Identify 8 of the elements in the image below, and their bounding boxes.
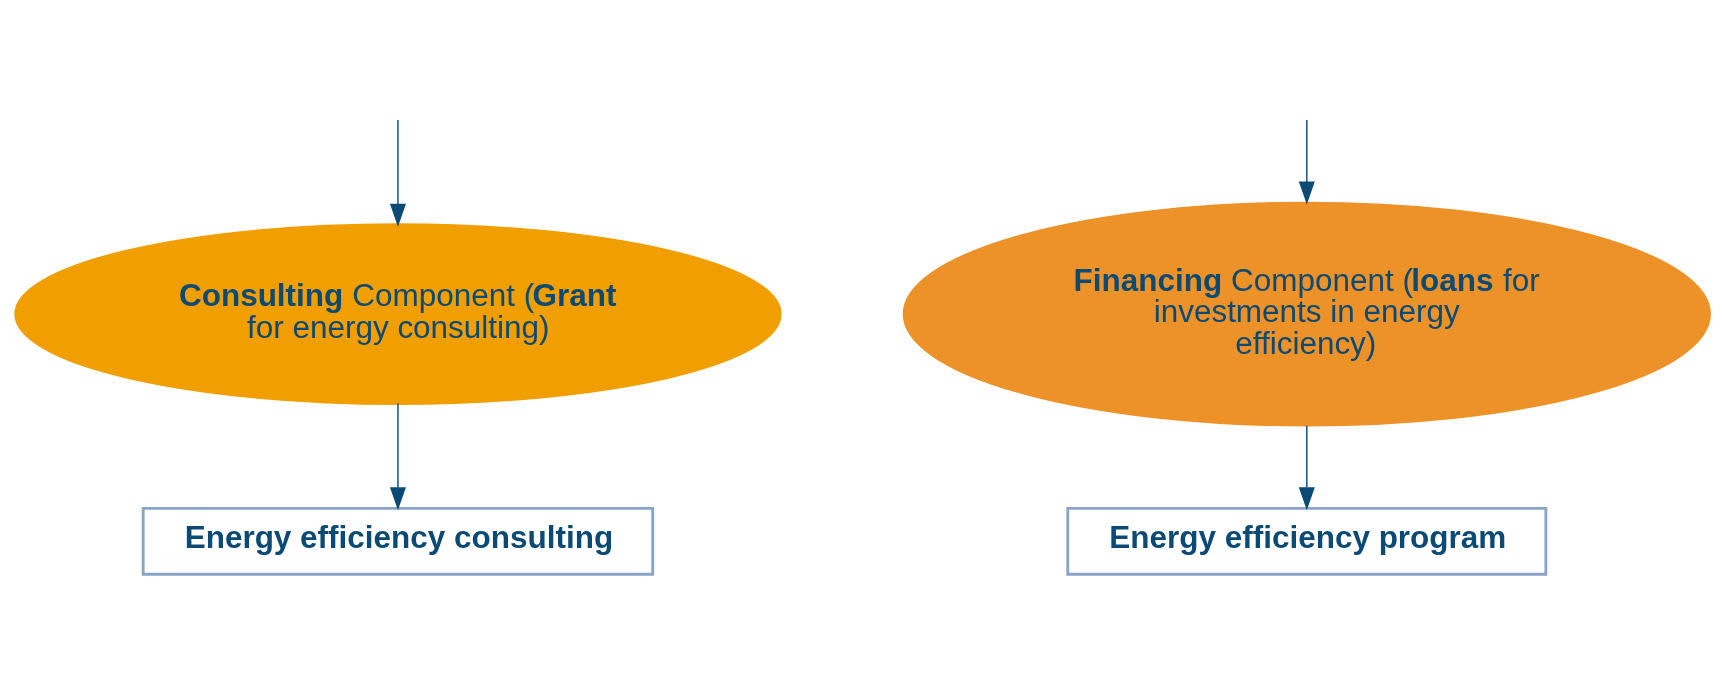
node-ellipse: Consulting Component (Grant for energy consulting) (14, 223, 782, 405)
arrow (389, 402, 406, 511)
node-box: Energy efficiency consulting (141, 507, 655, 576)
arrow (1298, 119, 1315, 205)
arrow (389, 119, 406, 227)
node-box: Energy efficiency program (1066, 507, 1548, 576)
arrow (1298, 425, 1315, 511)
node-ellipse: Financing Component (loans for investments in energy efficiency) (902, 201, 1711, 427)
